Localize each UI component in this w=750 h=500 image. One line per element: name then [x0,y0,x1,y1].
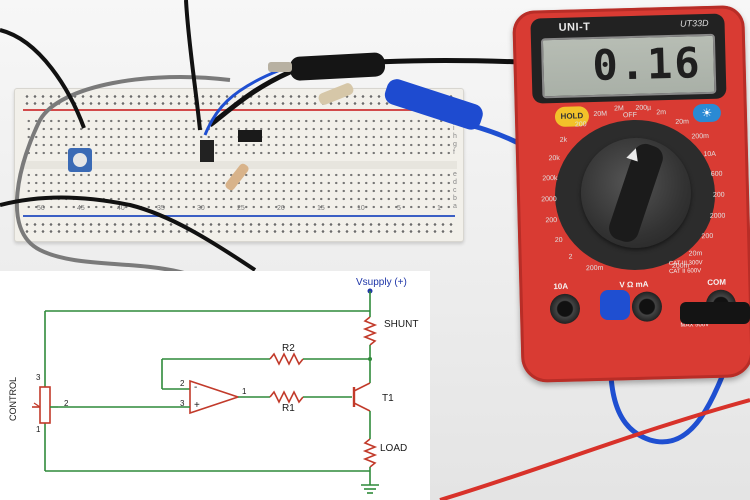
breadboard-column-number: 40 [117,205,125,212]
breadboard-column-number: 20 [277,205,285,212]
t1-collector [353,382,371,392]
black-wire-3 [0,195,257,272]
black-wire-1 [0,28,86,129]
resistor-2 [225,163,249,191]
breadboard-row-letter: h [453,133,457,140]
breadboard-row-letter: b [453,195,457,202]
pot-pin2: 2 [64,399,69,408]
r1-resistor [269,390,304,404]
t1-emitter [353,402,371,412]
probe-tip-metal [268,62,292,72]
pot-pin1: 1 [36,425,41,434]
breadboard-column-number: 10 [357,205,365,212]
load-label: LOAD [380,443,408,454]
schematic-diagram [32,288,379,494]
vsupply-label: Vsupply (+) [356,277,407,288]
breadboard-row-letter: c [453,187,457,194]
opamp-plus: + [194,400,200,411]
breadboard-row-letter: d [453,179,457,186]
r1-label: R1 [282,403,295,414]
red-wire [439,398,750,500]
breadboard-column-number: 5 [397,205,401,212]
pot-pin3: 3 [36,373,41,382]
schematic-inset: Vsupply (+) [0,271,430,500]
black-wire-2 [184,0,202,131]
transistor [200,140,214,162]
shunt-label: SHUNT [384,319,419,330]
breadboard-row-letter: f [453,149,455,156]
center-channel [21,161,457,169]
resistor-1 [318,83,354,105]
breadboard: 50454035302520151051jihgfedcba [14,88,464,242]
r2-resistor [269,352,304,366]
breadboard-column-number: 25 [237,205,245,212]
t1-label: T1 [382,393,394,404]
breadboard-row-letter: e [453,171,457,178]
blue-wire-1 [203,68,281,136]
breadboard-column-number: 45 [77,205,85,212]
opamp-pin-noninv: 3 [180,399,185,408]
pot-wiper-arrow-icon [33,402,41,408]
pot-symbol [39,386,51,424]
opamp-symbol [189,379,241,415]
pot-knob [73,153,87,167]
r2-label: R2 [282,343,295,354]
gray-wire [15,74,242,302]
black-probe-clip [289,52,386,81]
blue-plug [600,290,630,320]
breadboard-row-letter: a [453,203,457,210]
opamp-minus: - [194,382,198,393]
breadboard-column-number: 15 [317,205,325,212]
power-rail-bottom [23,221,455,235]
rail-line-blue [23,215,455,217]
ic-chip [238,130,262,142]
rail-line-red [23,109,455,111]
shunt-resistor [362,316,378,346]
black-plug [680,302,750,324]
breadboard-column-number: 1 [437,205,441,212]
control-label: CONTROL [8,376,18,421]
opamp-pin-inv: 2 [180,379,185,388]
breadboard-column-number: 35 [157,205,165,212]
breadboard-row-letter: i [453,125,455,132]
blue-probe-clip [384,79,483,130]
load-resistor [362,438,378,468]
breadboard-column-number: 30 [197,205,205,212]
breadboard-row-letter: g [453,141,457,148]
opamp-pin-out: 1 [242,387,247,396]
breadboard-column-number: 50 [37,205,45,212]
